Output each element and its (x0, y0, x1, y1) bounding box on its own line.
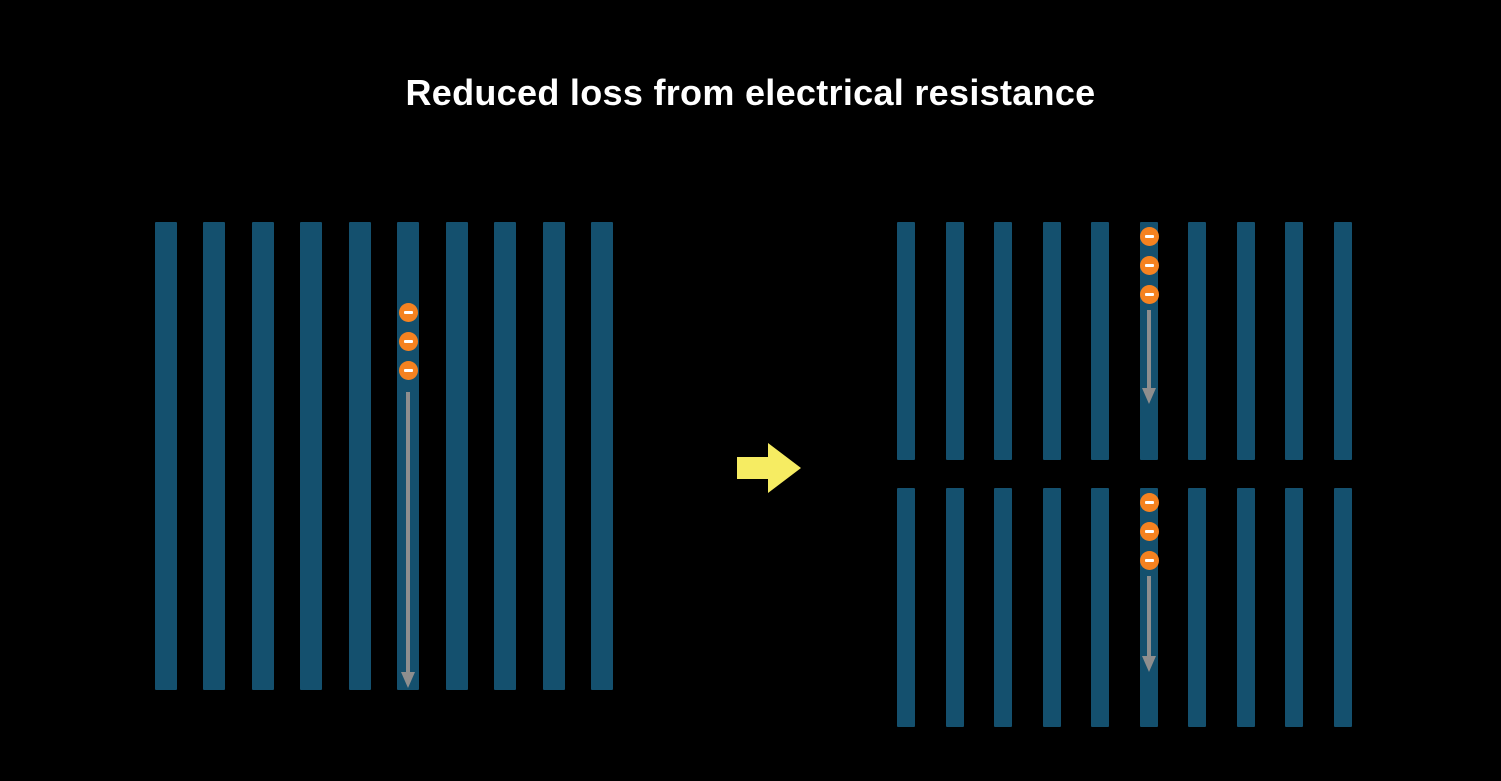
busbar (1236, 222, 1255, 460)
busbar (994, 488, 1013, 727)
half-cell-bottom-panel (897, 488, 1352, 727)
busbar (155, 222, 177, 690)
busbar (1188, 488, 1207, 727)
busbar (494, 222, 517, 690)
minus-icon (1144, 530, 1154, 533)
busbar (897, 488, 915, 727)
busbar (1333, 222, 1352, 460)
current-flow-arrow-head (1142, 388, 1156, 404)
electron-icon (1139, 285, 1159, 304)
busbar (251, 222, 274, 690)
busbar (590, 222, 613, 690)
electron-icon (1139, 522, 1159, 541)
current-flow-arrow-stem (1147, 310, 1151, 388)
busbar (945, 222, 964, 460)
half-cell-top-panel (897, 222, 1352, 460)
busbar (994, 222, 1013, 460)
busbar (1042, 222, 1061, 460)
electron-icon (1139, 493, 1159, 512)
busbar (1236, 488, 1255, 727)
busbar (300, 222, 323, 690)
current-flow-arrow-stem (406, 392, 410, 672)
current-flow-arrow-head (401, 672, 415, 688)
current-flow-arrow-stem (1147, 576, 1151, 656)
busbar (203, 222, 226, 690)
busbar (1285, 488, 1304, 727)
minus-icon (1144, 559, 1154, 562)
full-cell-panel (155, 222, 613, 690)
electron-icon (1139, 256, 1159, 275)
electron-icon (398, 332, 418, 351)
transform-arrow-icon (737, 443, 801, 493)
minus-icon (1144, 235, 1154, 238)
electron-icon (1139, 551, 1159, 570)
minus-icon (403, 369, 413, 372)
minus-icon (1144, 264, 1154, 267)
electron-icon (1139, 227, 1159, 246)
busbar (897, 222, 915, 460)
electron-icon (398, 303, 418, 322)
busbar (542, 222, 565, 690)
busbar (1042, 488, 1061, 727)
busbar (1091, 222, 1110, 460)
minus-icon (403, 311, 413, 314)
diagram-title: Reduced loss from electrical resistance (405, 72, 1096, 113)
minus-icon (1144, 293, 1154, 296)
busbar (945, 488, 964, 727)
busbar (1285, 222, 1304, 460)
busbar (445, 222, 468, 690)
busbar (1188, 222, 1207, 460)
busbar (1091, 488, 1110, 727)
minus-icon (1144, 501, 1154, 504)
electron-icon (398, 361, 418, 380)
busbar (348, 222, 371, 690)
minus-icon (403, 340, 413, 343)
current-flow-arrow-head (1142, 656, 1156, 672)
busbar (1333, 488, 1352, 727)
